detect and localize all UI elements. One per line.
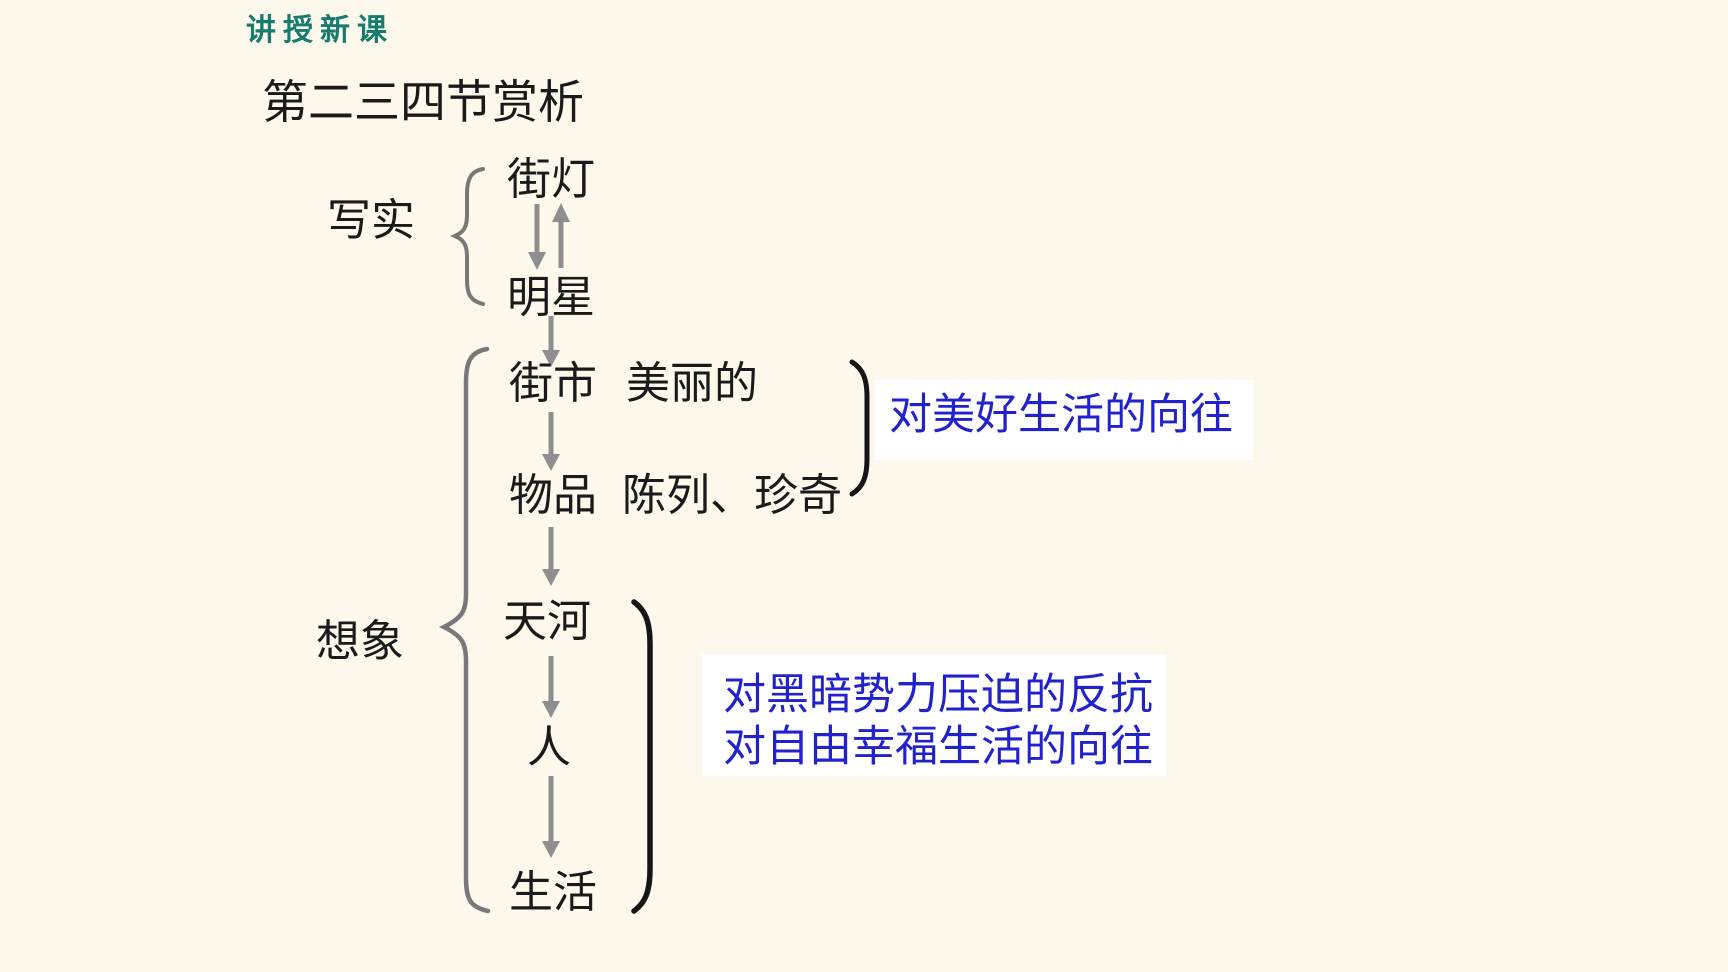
arrow-jieshi-to-wupin-icon — [542, 412, 560, 471]
attribute-beautiful: 美丽的 — [626, 359, 758, 408]
down-arrow-icon — [528, 204, 546, 270]
node-street-market: 街市 — [509, 359, 597, 408]
node-life: 生活 — [509, 868, 597, 917]
annotation-resistance-freedom: 对黑暗势力压迫的反抗 对自由幸福生活的向往 — [702, 654, 1166, 776]
page-title: 第二三四节赏析 — [262, 77, 584, 128]
annotation-beautiful-life: 对美好生活的向往 — [875, 380, 1253, 460]
node-milky-way: 天河 — [503, 597, 591, 646]
up-arrow-icon — [552, 203, 570, 268]
realism-group-label: 写实 — [327, 196, 415, 245]
annotation-resistance-line: 对黑暗势力压迫的反抗 — [723, 672, 1153, 719]
arrow-wupin-to-tianhe-icon — [542, 527, 560, 586]
node-people: 人 — [527, 723, 571, 772]
annotation-bracket-1 — [849, 359, 870, 497]
annotation-beautiful-life-text: 对美好生活的向往 — [889, 392, 1233, 439]
arrow-mingxing-to-jieshi-icon — [542, 316, 560, 367]
annotation-bracket-2 — [631, 599, 653, 914]
node-items: 物品 — [509, 471, 597, 520]
imagination-group-label: 想象 — [316, 617, 404, 666]
imagination-brace — [438, 346, 491, 914]
attribute-displayed-rare: 陈列、珍奇 — [622, 471, 842, 520]
arrow-ren-to-shenghuo-icon — [542, 776, 560, 858]
node-street-lamps: 街灯 — [507, 155, 595, 204]
node-bright-stars: 明星 — [507, 273, 595, 322]
realism-brace — [450, 167, 485, 306]
arrow-tianhe-to-ren-icon — [542, 656, 560, 718]
annotation-freedom-line: 对自由幸福生活的向往 — [723, 724, 1153, 771]
lesson-section-header: 讲授新课 — [246, 13, 394, 48]
